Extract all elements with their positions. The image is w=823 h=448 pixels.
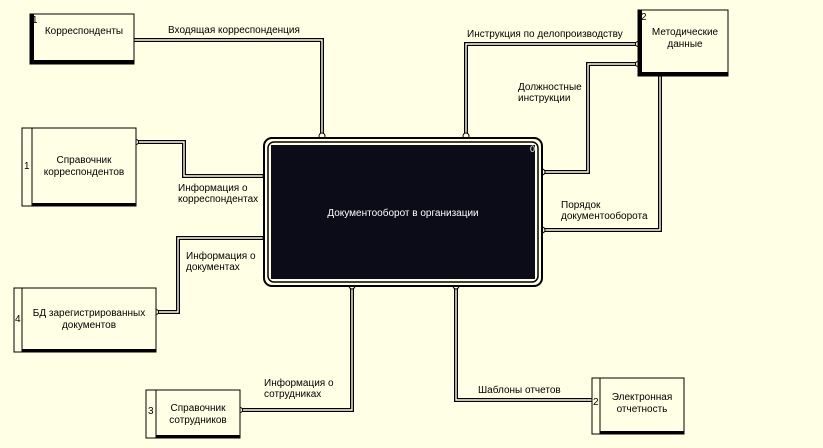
entity-correspondents[interactable] (29, 13, 135, 65)
entity-label-correspondents: Корреспонденты (44, 26, 124, 37)
entity-number: 1 (32, 15, 38, 26)
entity-e-reports[interactable] (591, 377, 685, 435)
entity-method-data[interactable] (637, 9, 729, 77)
flow-line-info-corr[interactable] (136, 140, 268, 178)
entity-number: 2 (593, 397, 599, 408)
flow-label-info-emp: Информация о сотрудниках (264, 378, 334, 400)
flow-label-job-instructions: Должностные инструкции (518, 82, 582, 104)
flow-line-info-docs[interactable] (156, 236, 268, 314)
entity-label-db-registered: БД зарегистрированных документов (32, 308, 146, 331)
flow-line-incoming[interactable] (134, 38, 324, 138)
process-number: 0 (530, 144, 536, 154)
entity-label-ref-employees: Справочник сотрудников (169, 403, 227, 426)
process-label: Документооборот в организации (327, 207, 479, 219)
entity-ref-correspondents[interactable] (21, 127, 137, 207)
flow-label-info-docs: Информация о документах (186, 251, 256, 273)
entity-number: 1 (24, 161, 30, 172)
flow-line-job-instructions[interactable] (540, 62, 638, 174)
entity-label-e-reports: Электронная отчетность (611, 392, 673, 415)
flow-label-info-corr: Информация о корреспондентах (178, 183, 259, 205)
flow-label-order: Порядок документооборота (561, 200, 648, 222)
entity-ref-employees[interactable] (145, 389, 241, 439)
flow-line-templates[interactable] (454, 284, 592, 402)
entity-number: 4 (15, 314, 21, 325)
entity-number: 3 (148, 406, 154, 417)
entity-number: 2 (641, 12, 647, 23)
entity-label-method-data: Методические данные (651, 27, 719, 50)
process-box[interactable] (263, 137, 543, 287)
entity-label-ref-correspondents: Справочник корреспондентов (43, 155, 125, 178)
flow-label-incoming: Входящая корреспонденция (168, 25, 300, 36)
flow-label-templates: Шаблоны отчетов (478, 385, 561, 396)
entity-db-registered[interactable] (13, 287, 157, 353)
flow-label-instruction: Инструкция по делопроизводству (467, 29, 623, 40)
